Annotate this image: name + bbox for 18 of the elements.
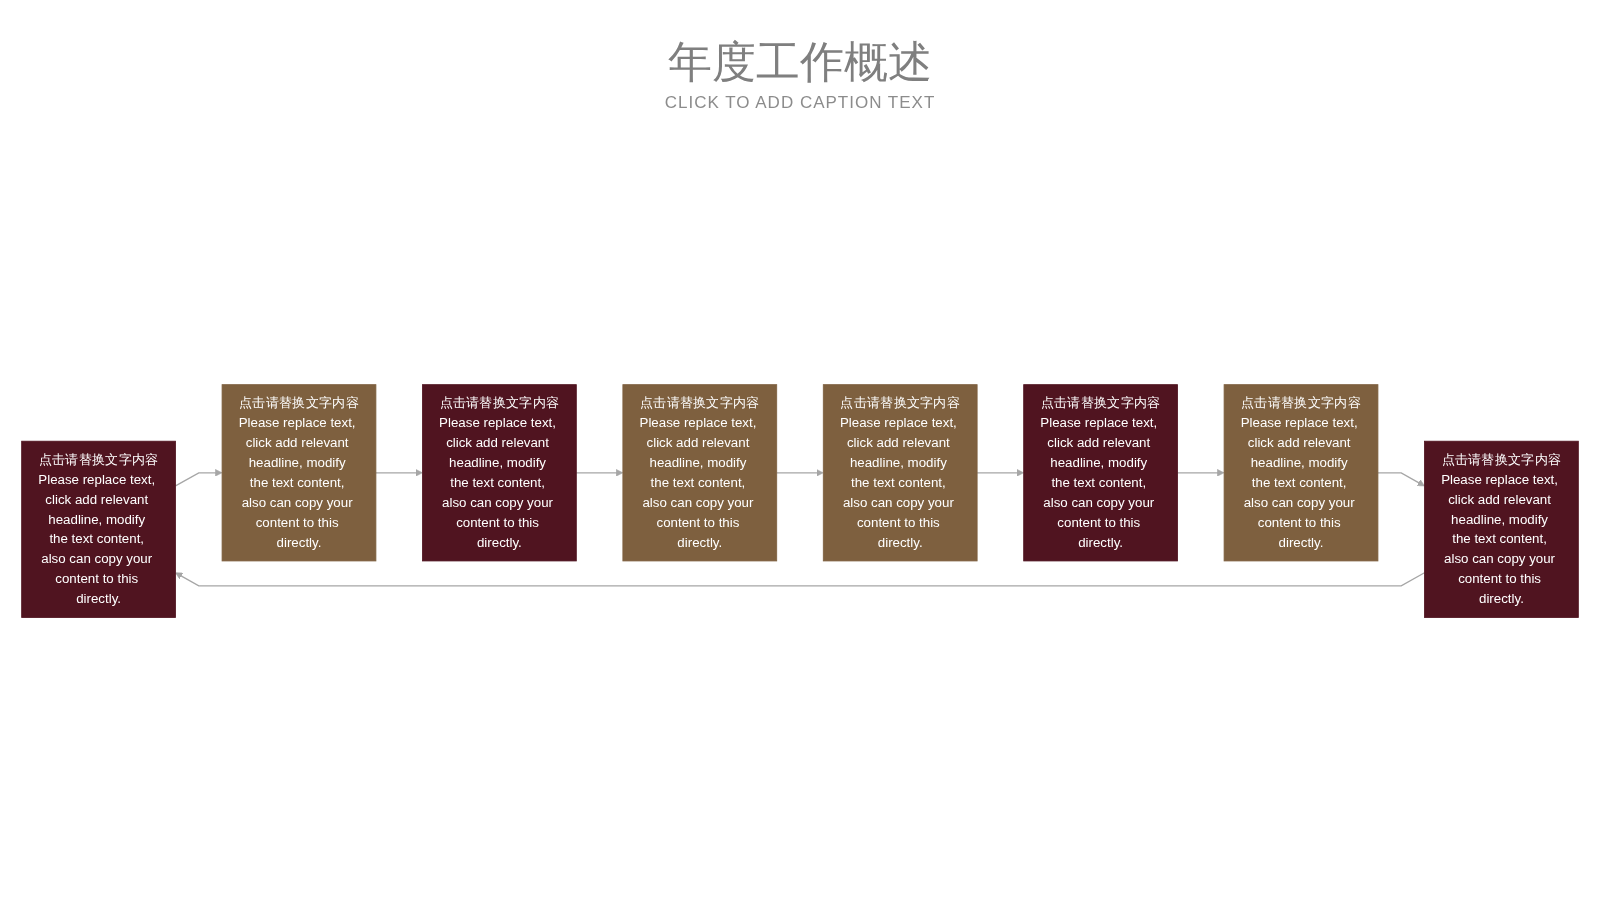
node-box: 点击请替换文字内容 Please replace text, click add relevant headline, modify the text content, also can copy your content to this directly.: [822, 384, 978, 562]
node-box: 点击请替换文字内容 Please replace text, click add relevant headline, modify the text content, also can copy your content to this directly.: [422, 384, 577, 562]
node-box: 点击请替换文字内容 Please replace text, click add relevant headline, modify the text content, also can copy your content to this directly.: [1223, 384, 1379, 562]
node-box: 点击请替换文字内容 Please replace text, click add relevant headline, modify the text content, also can copy your content to this directly.: [1424, 441, 1579, 619]
node-box: 点击请替换文字内容 Please replace text, click add relevant headline, modify the text content, also can copy your content to this directly.: [1023, 384, 1178, 562]
arrow: [174, 469, 223, 487]
arrow: [776, 469, 824, 477]
arrow: [976, 469, 1024, 477]
node-box: 点击请替换文字内容 Please replace text, click add relevant headline, modify the text content, also can copy your content to this directly.: [221, 384, 377, 562]
arrow: [175, 572, 1426, 587]
arrow: [575, 469, 624, 477]
arrow: [1377, 472, 1425, 487]
node-box: 点击请替换文字内容 Please replace text, click add relevant headline, modify the text content, also can copy your content to this directly.: [622, 384, 778, 562]
arrow: [375, 469, 423, 477]
caption: CLICK TO ADD CAPTION TEXT: [664, 92, 936, 113]
title: 年度工作概述: [668, 36, 932, 88]
node-box: 点击请替换文字内容 Please replace text, click add relevant headline, modify the text content, also can copy your content to this directly.: [21, 441, 176, 619]
arrow: [1176, 469, 1225, 477]
